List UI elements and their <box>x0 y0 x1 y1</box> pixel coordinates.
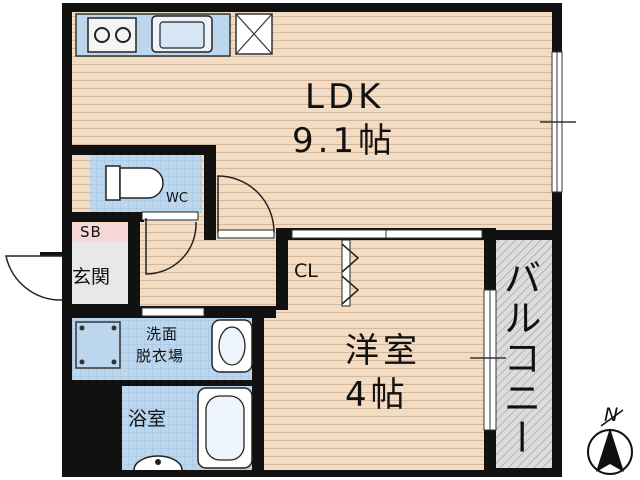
sliding-door-western <box>385 229 483 239</box>
toilet-tank <box>105 165 121 201</box>
burner-icon <box>94 27 110 43</box>
shoebox-floor <box>72 224 128 242</box>
balcony-floor <box>494 240 552 468</box>
window-western <box>470 289 506 431</box>
door-hall <box>141 211 199 275</box>
ldk-size: 9.1帖 <box>292 121 397 161</box>
entrance-label: 玄関 <box>72 266 111 288</box>
compass-label: N <box>604 404 619 426</box>
sliding-door-ldk <box>291 229 387 239</box>
door-ldk <box>217 175 275 239</box>
ldk-name: LDK <box>305 77 385 117</box>
western-size: 4帖 <box>345 375 409 415</box>
sliding-door-washroom <box>141 307 205 317</box>
window-ldk <box>540 51 576 193</box>
shoebox-label: SB <box>80 223 102 241</box>
north-compass-icon <box>587 409 633 475</box>
washroom-label-1: 洗面 <box>146 325 179 343</box>
burner-icon <box>115 27 131 43</box>
western-name: 洋室 <box>345 331 421 371</box>
closet-doors <box>341 239 360 307</box>
toilet-bowl <box>119 167 164 199</box>
bath-label: 浴室 <box>128 408 167 430</box>
washroom-label-2: 脱衣場 <box>136 347 185 365</box>
closet-floor <box>287 238 342 306</box>
entrance-floor <box>72 242 128 304</box>
entrance-door <box>5 252 63 301</box>
closet-label: CL <box>294 260 318 282</box>
balcony-label: バルコニー <box>497 258 541 458</box>
toilet-label: WC <box>166 191 188 206</box>
